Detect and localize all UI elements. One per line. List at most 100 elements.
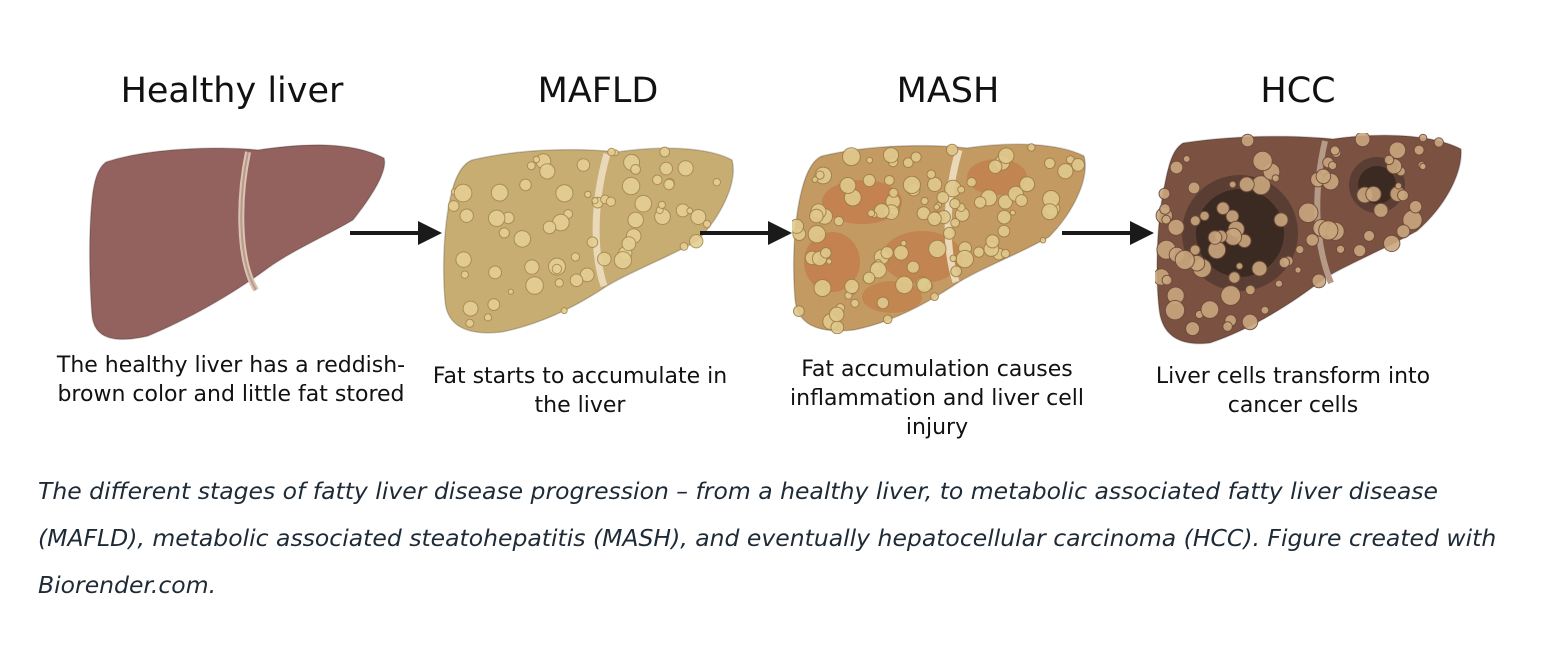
fat-droplet (1394, 182, 1403, 190)
fat-droplet (1009, 209, 1016, 216)
fat-droplet (1199, 210, 1210, 222)
fat-droplet (663, 178, 675, 191)
fat-droplet (828, 306, 845, 323)
fat-droplet (950, 265, 963, 278)
fat-droplet (936, 191, 950, 204)
fat-droplet (1388, 141, 1407, 160)
fat-droplet (597, 251, 612, 267)
fat-droplet (679, 242, 689, 251)
fat-droplet (1000, 248, 1011, 259)
arrow-mash-to-hcc (1062, 221, 1154, 245)
fat-droplet (1274, 279, 1284, 288)
fat-droplet (1041, 203, 1059, 221)
fat-droplet (809, 208, 824, 224)
fat-droplet (1295, 245, 1305, 255)
fat-droplet (893, 245, 909, 261)
fat-droplet (712, 178, 721, 187)
fat-droplet (689, 234, 704, 249)
fat-droplet (997, 224, 1011, 238)
fat-droplet (839, 177, 857, 194)
fat-droplet (813, 279, 832, 297)
fat-droplet (902, 157, 914, 169)
fat-droplet (1159, 203, 1171, 215)
fat-droplet (627, 211, 644, 229)
fat-droplet (811, 176, 819, 183)
fat-droplet (930, 292, 939, 302)
mash-liver-illustration (792, 143, 1086, 334)
fat-droplet (591, 197, 599, 205)
fat-droplet (1433, 137, 1444, 148)
fat-droplet (621, 236, 637, 252)
fat-droplet (1273, 212, 1289, 228)
fat-droplet (1043, 157, 1056, 170)
stage-description-hcc: Liver cells transform into cancer cells (1155, 364, 1431, 418)
fat-droplet (1397, 189, 1409, 202)
fat-droplet (1278, 256, 1291, 269)
fat-droplet (916, 277, 933, 293)
fat-droplet (973, 246, 985, 258)
fat-droplet (542, 220, 557, 235)
fat-droplet (945, 143, 959, 157)
fat-droplet (576, 158, 591, 172)
fat-droplet (1354, 133, 1371, 148)
fat-droplet (613, 251, 632, 270)
fat-droplet (1200, 300, 1220, 320)
mafld-fat-droplets (447, 146, 721, 328)
fat-droplet (1335, 244, 1346, 254)
fat-droplet (488, 209, 506, 228)
fat-droplet (955, 249, 975, 269)
fat-droplet (997, 194, 1013, 210)
fat-droplet (883, 175, 895, 186)
fat-droplet (830, 320, 845, 334)
fat-droplet (933, 203, 940, 211)
fat-droplet (966, 177, 977, 188)
fat-droplet (524, 259, 540, 275)
fat-droplet (570, 252, 581, 262)
fat-droplet (659, 161, 673, 176)
fat-droplet (928, 239, 947, 259)
fat-droplet (1027, 143, 1036, 152)
fat-droplet (1315, 168, 1332, 185)
fat-droplet (876, 296, 890, 310)
stage-title-mash: MASH (896, 71, 1000, 111)
fat-droplet (1158, 187, 1171, 200)
fat-droplet (943, 226, 956, 240)
fat-droplet (1161, 274, 1173, 286)
fat-droplet (900, 239, 907, 247)
fat-droplet (702, 219, 712, 229)
stage-description-mafld: Fat starts to accumulate in the liver (432, 364, 728, 418)
fat-droplet (498, 227, 510, 239)
fat-droplet (526, 161, 536, 171)
figure-caption: The different stages of fatty liver dise… (38, 477, 1497, 599)
fat-droplet (488, 265, 502, 280)
fat-droplet (906, 260, 920, 274)
fat-droplet (1363, 229, 1376, 242)
fat-droplet (447, 200, 460, 212)
fat-droplet (1039, 236, 1047, 244)
fat-droplet (869, 261, 887, 279)
fat-droplet (539, 163, 556, 180)
fat-droplet (584, 190, 592, 199)
fat-droplet (1019, 176, 1036, 193)
fat-droplet (652, 174, 663, 186)
fat-droplet (690, 209, 707, 225)
fat-droplet (465, 318, 475, 328)
fat-droplet (555, 184, 574, 203)
fat-droplet (996, 209, 1012, 225)
arrow-mafld-to-mash (700, 221, 792, 245)
fat-droplet (807, 225, 827, 244)
fat-droplet (927, 211, 942, 227)
fat-droplet (1245, 284, 1256, 296)
fat-droplet (1071, 158, 1086, 172)
fat-droplet (1418, 133, 1428, 143)
fat-droplet (985, 234, 1000, 249)
fat-droplet (519, 178, 532, 192)
fat-droplet (569, 273, 584, 288)
fat-droplet (1383, 234, 1401, 253)
fat-droplet (1260, 305, 1270, 315)
fat-droplet (621, 176, 641, 196)
fat-droplet (551, 263, 563, 275)
fat-droplet (1174, 249, 1195, 271)
stage-title-mafld: MAFLD (537, 71, 659, 111)
fat-droplet (1328, 160, 1338, 171)
